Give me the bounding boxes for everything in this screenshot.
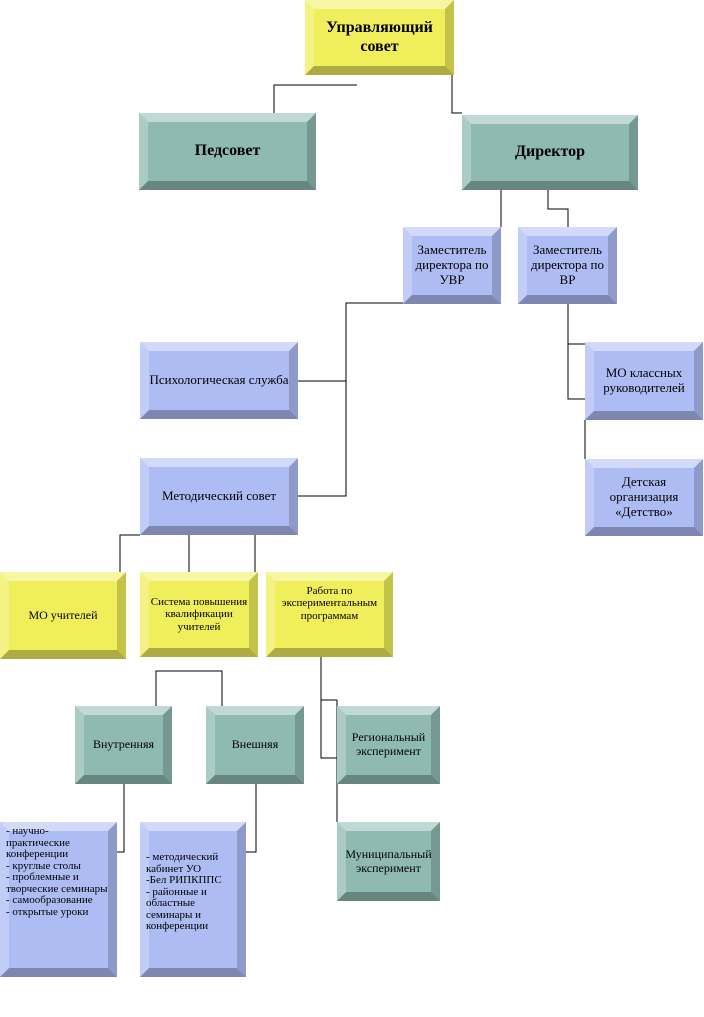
regional-experiment-label: Региональный эксперимент [351, 730, 426, 758]
external-forms-list: - методический кабинет УО -Бел РИПКППС -… [140, 822, 246, 977]
deputy-vr-label: Заместитель директора по ВР [531, 242, 604, 287]
deputy-uvr-label: Заместитель директора по УВР [415, 242, 489, 287]
municipal-experiment-node: Муниципальный эксперимент [337, 822, 440, 901]
qualification-system-node: Система повышения квалификации учителей [140, 572, 258, 657]
children-org-label: Детская организация «Детство» [609, 474, 679, 519]
council-node: Управляющий совет [305, 0, 454, 75]
qualification-system-label: Система повышения квалификации учителей [150, 595, 248, 633]
mo-teachers-label: МО учителей [28, 607, 98, 622]
internal-forms-list: - научно-практические конференции - круг… [0, 822, 117, 977]
council-label: Управляющий совет [326, 19, 433, 55]
mo-class-teachers-label: МО классных руководителей [603, 365, 685, 395]
deputy-vr-node: Заместитель директора по ВР [518, 227, 617, 304]
external-forms-text: - методический кабинет УО -Бел РИПКППС -… [146, 851, 222, 933]
director-label: Директор [515, 143, 585, 161]
psych-service-node: Психологическая служба [140, 342, 298, 419]
deputy-uvr-node: Заместитель директора по УВР [403, 227, 501, 304]
method-council-node: Методический совет [140, 458, 298, 535]
mo-class-teachers-node: МО классных руководителей [585, 342, 703, 420]
internal-forms-text: - научно-практические конференции - круг… [6, 825, 108, 918]
children-org-node: Детская организация «Детство» [585, 459, 703, 536]
internal-label: Внутренняя [92, 737, 155, 752]
psych-service-label: Психологическая служба [149, 372, 289, 388]
external-node: Внешняя [206, 706, 304, 784]
mo-teachers-node: МО учителей [0, 572, 126, 659]
regional-experiment-node: Региональный эксперимент [337, 706, 440, 784]
experimental-programs-label: Работа по экспериментальным программам [281, 584, 378, 622]
municipal-experiment-label: Муниципальный эксперимент [345, 846, 432, 875]
director-node: Директор [462, 115, 638, 190]
external-label: Внешняя [231, 737, 279, 752]
experimental-programs-node: Работа по экспериментальным программам [266, 572, 393, 657]
pedsovet-label: Педсовет [194, 142, 261, 160]
method-council-label: Методический совет [161, 488, 277, 504]
internal-node: Внутренняя [75, 706, 172, 784]
pedsovet-node: Педсовет [139, 113, 316, 190]
